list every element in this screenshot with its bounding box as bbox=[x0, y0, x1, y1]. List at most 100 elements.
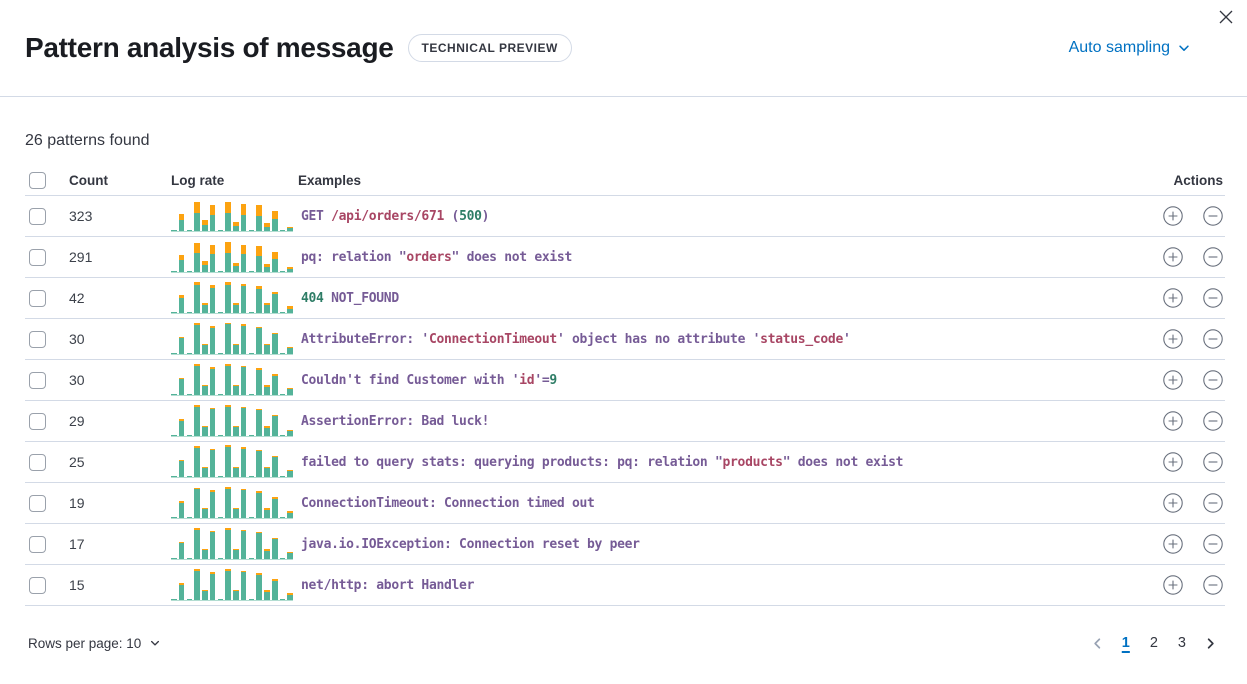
bar-baseline-segment bbox=[225, 365, 231, 395]
bar-baseline-segment bbox=[186, 229, 193, 231]
bar-baseline-segment bbox=[217, 229, 224, 231]
example-token: /api/orders/671 bbox=[331, 208, 445, 224]
sparkline-bar bbox=[264, 568, 270, 600]
sparkline-bar bbox=[202, 445, 208, 477]
bar-baseline-segment bbox=[171, 599, 177, 600]
bar-deviation-segment bbox=[264, 467, 270, 469]
sparkline-bar bbox=[287, 240, 294, 272]
example-text: java.io.IOException: Connection reset by… bbox=[298, 537, 1133, 552]
sparkline-bar bbox=[171, 240, 177, 272]
bar-deviation-segment bbox=[240, 406, 247, 409]
filter-out-pattern-icon[interactable] bbox=[1203, 288, 1223, 308]
sparkline-bar bbox=[171, 568, 177, 600]
row-checkbox[interactable] bbox=[29, 576, 46, 594]
chevron-down-icon bbox=[1177, 41, 1191, 55]
sparkline-bar bbox=[202, 363, 208, 395]
bar-baseline-segment bbox=[256, 256, 262, 272]
bar-deviation-segment bbox=[287, 593, 294, 595]
filter-for-pattern-icon[interactable] bbox=[1163, 493, 1183, 513]
filter-for-pattern-icon[interactable] bbox=[1163, 329, 1183, 349]
filter-for-pattern-icon[interactable] bbox=[1163, 206, 1183, 226]
row-checkbox[interactable] bbox=[29, 371, 46, 389]
filter-for-pattern-icon[interactable] bbox=[1163, 288, 1183, 308]
row-checkbox[interactable] bbox=[29, 453, 46, 471]
filter-out-pattern-icon[interactable] bbox=[1203, 452, 1223, 472]
filter-out-pattern-icon[interactable] bbox=[1203, 329, 1223, 349]
filter-for-pattern-icon[interactable] bbox=[1163, 247, 1183, 267]
log-rate-sparkline bbox=[171, 568, 294, 601]
bar-baseline-segment bbox=[225, 324, 231, 354]
filter-out-pattern-icon[interactable] bbox=[1203, 370, 1223, 390]
close-icon[interactable] bbox=[1213, 4, 1239, 30]
sparkline-bar bbox=[248, 486, 255, 518]
bar-deviation-segment bbox=[287, 511, 294, 513]
sparkline-bar bbox=[271, 281, 278, 313]
row-checkbox[interactable] bbox=[29, 248, 46, 266]
sparkline-bar bbox=[233, 363, 239, 395]
bar-deviation-segment bbox=[264, 426, 270, 428]
bar-baseline-segment bbox=[171, 558, 177, 559]
bar-deviation-segment bbox=[233, 303, 239, 305]
bar-baseline-segment bbox=[248, 558, 255, 559]
bar-baseline-segment bbox=[233, 591, 239, 600]
bar-deviation-segment bbox=[202, 467, 208, 469]
page-2-button[interactable]: 2 bbox=[1143, 633, 1165, 653]
bar-baseline-segment bbox=[287, 228, 294, 231]
bar-baseline-segment bbox=[171, 271, 177, 272]
row-checkbox[interactable] bbox=[29, 289, 46, 307]
filter-for-pattern-icon[interactable] bbox=[1163, 452, 1183, 472]
filter-out-pattern-icon[interactable] bbox=[1203, 575, 1223, 595]
sparkline-bar bbox=[186, 240, 193, 272]
filter-out-pattern-icon[interactable] bbox=[1203, 411, 1223, 431]
filter-out-pattern-icon[interactable] bbox=[1203, 493, 1223, 513]
sparkline-bar bbox=[202, 404, 208, 436]
select-all-checkbox[interactable] bbox=[29, 171, 46, 189]
row-checkbox[interactable] bbox=[29, 535, 46, 553]
bar-deviation-segment bbox=[202, 220, 208, 225]
row-checkbox[interactable] bbox=[29, 494, 46, 512]
bar-baseline-segment bbox=[209, 573, 216, 600]
log-rate-sparkline bbox=[171, 445, 294, 478]
sparkline-bar bbox=[202, 281, 208, 313]
filter-for-pattern-icon[interactable] bbox=[1163, 370, 1183, 390]
filter-out-pattern-icon[interactable] bbox=[1203, 534, 1223, 554]
row-checkbox[interactable] bbox=[29, 330, 46, 348]
filter-for-pattern-icon[interactable] bbox=[1163, 575, 1183, 595]
page-3-button[interactable]: 3 bbox=[1171, 633, 1193, 653]
bar-baseline-segment bbox=[186, 517, 193, 518]
filter-for-pattern-icon[interactable] bbox=[1163, 534, 1183, 554]
sparkline-bar bbox=[256, 363, 262, 395]
page-1-button[interactable]: 1 bbox=[1115, 633, 1137, 653]
bar-deviation-segment bbox=[225, 363, 231, 366]
bar-deviation-segment bbox=[271, 537, 278, 540]
filter-for-pattern-icon[interactable] bbox=[1163, 411, 1183, 431]
filter-out-pattern-icon[interactable] bbox=[1203, 206, 1223, 226]
row-checkbox[interactable] bbox=[29, 207, 46, 225]
bar-baseline-segment bbox=[217, 393, 224, 395]
sparkline-bar bbox=[209, 199, 216, 231]
example-text: failed to query stats: querying products… bbox=[298, 455, 1133, 470]
sparkline-bar bbox=[194, 404, 200, 436]
sampling-dropdown[interactable]: Auto sampling bbox=[1069, 39, 1191, 57]
filter-out-pattern-icon[interactable] bbox=[1203, 247, 1223, 267]
bar-deviation-segment bbox=[202, 590, 208, 592]
previous-page-icon[interactable] bbox=[1086, 636, 1109, 651]
bar-deviation-segment bbox=[287, 469, 294, 471]
next-page-icon[interactable] bbox=[1199, 636, 1222, 651]
bar-baseline-segment bbox=[225, 213, 231, 231]
sparkline-bar bbox=[217, 486, 224, 518]
bar-baseline-segment bbox=[178, 461, 185, 477]
bar-deviation-segment bbox=[256, 491, 262, 493]
sparkline-bar bbox=[287, 322, 294, 354]
example-token: 404 bbox=[301, 290, 324, 306]
log-rate-sparkline bbox=[171, 404, 294, 437]
rows-per-page-dropdown[interactable]: Rows per page: 10 bbox=[28, 636, 161, 651]
sparkline-bar bbox=[264, 363, 270, 395]
bar-baseline-segment bbox=[217, 475, 224, 477]
sparkline-bar bbox=[279, 281, 286, 313]
sparkline-bar bbox=[264, 281, 270, 313]
row-checkbox[interactable] bbox=[29, 412, 46, 430]
